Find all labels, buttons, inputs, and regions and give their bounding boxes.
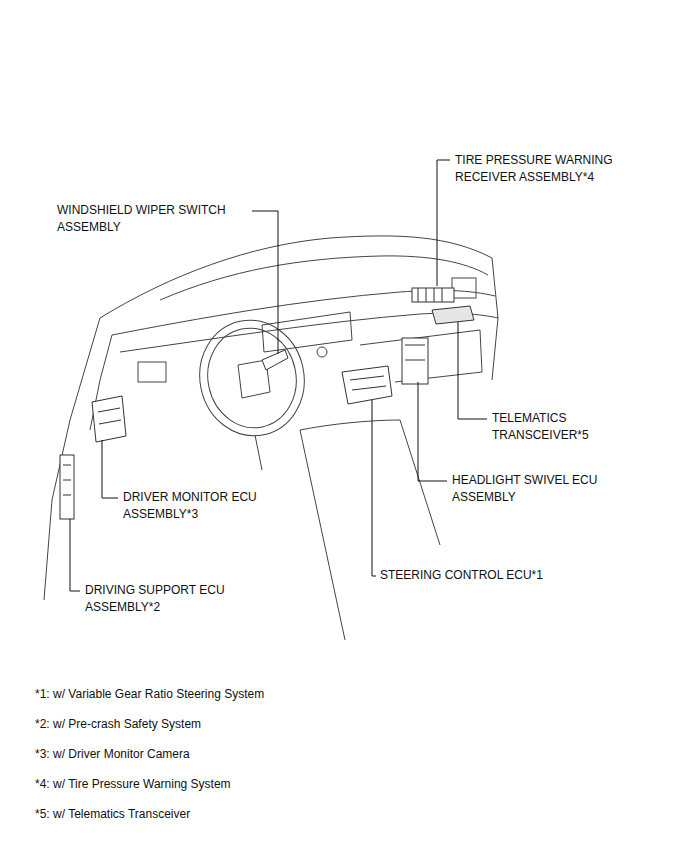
leader-line [418, 382, 447, 481]
steering-wheel [189, 310, 315, 445]
monitor-ecu-detail [98, 408, 121, 424]
right-pillar [492, 258, 498, 380]
door-edge [44, 318, 100, 600]
footnote: *1: w/ Variable Gear Ratio Steering Syst… [35, 686, 264, 703]
part-label: TIRE PRESSURE WARNING RECEIVER ASSEMBLY*… [455, 152, 645, 186]
footnote: *3: w/ Driver Monitor Camera [35, 746, 190, 763]
leader-line [458, 322, 487, 419]
receiver-part [412, 288, 454, 302]
part-label: STEERING CONTROL ECU*1 [380, 567, 543, 584]
windshield-edge [100, 236, 492, 318]
footnote: *4: w/ Tire Pressure Warning System [35, 776, 231, 793]
support-ecu-detail [63, 465, 71, 495]
leader-line [437, 160, 450, 286]
monitor-ecu-part [92, 396, 126, 442]
center-display [262, 312, 352, 352]
steering-ecu-detail [350, 376, 386, 390]
footnote: *2: w/ Pre-crash Safety System [35, 716, 201, 733]
leader-line [70, 519, 80, 591]
vent [452, 278, 476, 298]
part-label: HEADLIGHT SWIVEL ECU ASSEMBLY [452, 472, 632, 506]
wiper-switch-part [262, 350, 288, 370]
transceiver-part [432, 306, 474, 324]
steering-column [255, 435, 262, 470]
console-left [300, 430, 345, 640]
clock [317, 347, 327, 357]
part-label: WINDSHIELD WIPER SWITCH ASSEMBLY [57, 202, 257, 236]
part-label: DRIVER MONITOR ECU ASSEMBLY*3 [123, 489, 293, 523]
part-label: TELEMATICS TRANSCEIVER*5 [492, 410, 612, 444]
console-right [400, 420, 440, 545]
leader-line [372, 400, 376, 576]
part-label: DRIVING SUPPORT ECU ASSEMBLY*2 [85, 582, 257, 616]
footnote: *5: w/ Telematics Transceiver [35, 806, 190, 823]
console-top [300, 420, 400, 430]
swivel-ecu-part [402, 338, 428, 384]
receiver-detail [418, 288, 442, 302]
components [60, 288, 474, 519]
leader-line [102, 440, 118, 498]
leader-line [252, 211, 278, 354]
leader-lines [70, 160, 487, 591]
support-ecu-part [60, 455, 74, 519]
steering-wheel-inner [199, 320, 306, 436]
vent [138, 362, 166, 382]
steering-ecu-part [342, 366, 392, 404]
swivel-ecu-detail [405, 345, 425, 360]
